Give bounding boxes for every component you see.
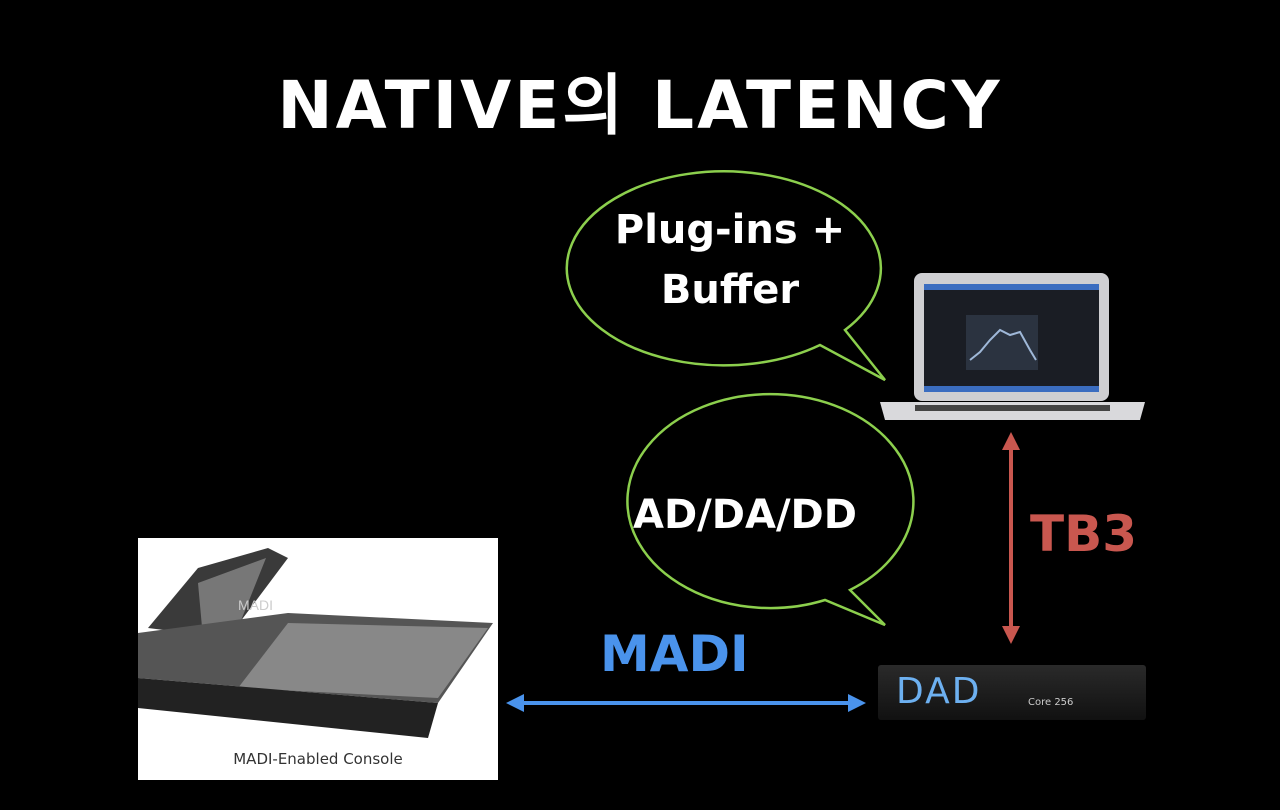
speech-bubble-plugins <box>565 170 886 382</box>
tb3-arrow <box>1002 432 1020 644</box>
madi-label: MADI <box>600 625 749 683</box>
console-caption: MADI-Enabled Console <box>233 750 403 768</box>
console-screen-text: MADI <box>238 597 273 613</box>
dad-logo: DAD <box>896 671 982 712</box>
dad-interface-image: DAD Core 256 <box>878 665 1146 720</box>
speech-bubble-conversion <box>626 392 915 627</box>
bubble-line-1: Plug-ins + <box>614 207 846 253</box>
bubble-line-2: Buffer <box>660 267 800 313</box>
console-drawing: MADI <box>138 548 493 738</box>
bubble-conversion-text: AD/DA/DD <box>633 492 857 538</box>
madi-arrow <box>506 694 866 712</box>
console-image: MADI MADI-Enabled Console <box>138 538 498 780</box>
slide-title: NATIVE의 LATENCY <box>277 67 1003 144</box>
dad-model: Core 256 <box>1028 697 1074 708</box>
laptop-image <box>880 273 1145 420</box>
bubble-plugins-text: Plug-ins + Buffer <box>580 200 880 320</box>
tb3-label: TB3 <box>1030 505 1138 563</box>
